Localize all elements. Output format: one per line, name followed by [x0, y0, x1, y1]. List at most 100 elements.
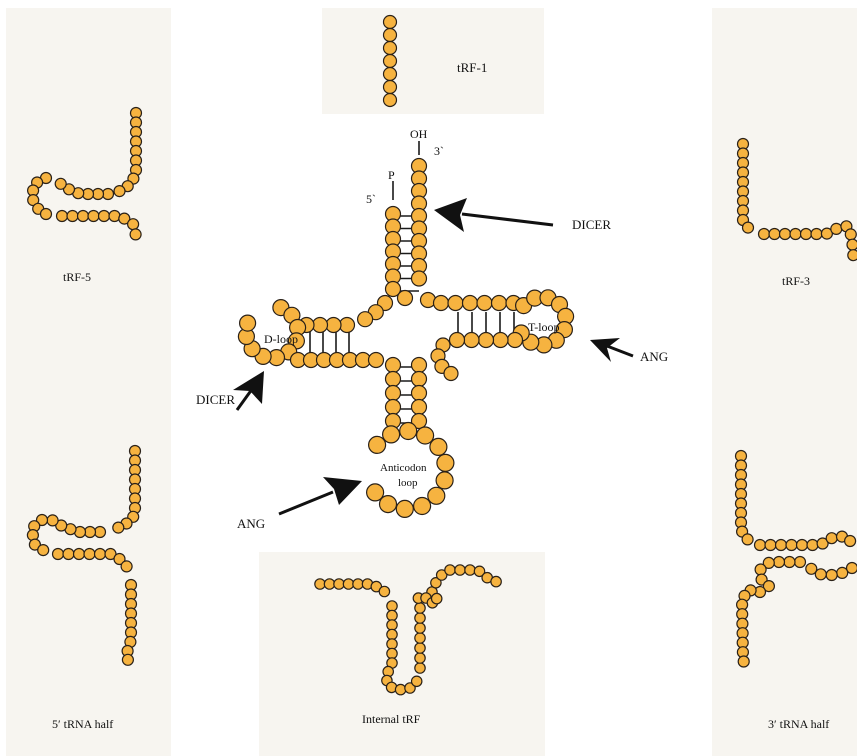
internal-bead — [387, 610, 397, 620]
trf3-bead — [743, 222, 754, 233]
half3-bead — [837, 567, 848, 578]
arrow-dicer-stem — [434, 198, 553, 232]
trf5-bead — [114, 186, 125, 197]
label-ang-tloop: ANG — [640, 349, 668, 364]
arrow-dicer-dloop — [233, 371, 264, 410]
anticodon-stem-5 — [386, 386, 401, 401]
panel-trf5-5half — [6, 8, 171, 756]
anticodon-stem-5 — [386, 358, 401, 373]
label-trf5: tRF-5 — [63, 270, 91, 284]
trf1-bead — [384, 68, 397, 81]
internal-bead — [415, 603, 425, 613]
arrow-ang-anticodon — [279, 477, 362, 514]
trf1-bead — [384, 29, 397, 42]
t-arm-top — [463, 296, 478, 311]
internal-bead — [387, 648, 397, 658]
internal-bead — [324, 579, 334, 589]
internal-bead — [415, 613, 425, 623]
anticodon-stem-3 — [412, 358, 427, 373]
acceptor-3-strand — [412, 271, 427, 286]
label-trf1: tRF-1 — [457, 60, 487, 75]
t-arm-bottom — [479, 333, 494, 348]
internal-bead — [491, 576, 501, 586]
label-internal-trf: Internal tRF — [362, 712, 421, 726]
anticodon-stem-3 — [412, 386, 427, 401]
half5-bead — [53, 549, 64, 560]
t-arm-top — [434, 296, 449, 311]
trf3-bead — [801, 229, 812, 240]
d-arm-top — [326, 318, 341, 333]
trf5-bead — [130, 229, 141, 240]
trf5-bead — [103, 189, 114, 200]
label-anticodon-loop: loop — [398, 477, 418, 489]
half3-bead — [826, 533, 837, 544]
anticodon-stem-5 — [386, 400, 401, 415]
half3-bead — [784, 557, 795, 568]
half5-bead — [121, 561, 132, 572]
internal-bead — [315, 579, 325, 589]
half5-bead — [84, 549, 95, 560]
trf1-bead — [384, 16, 397, 29]
trf5-bead — [78, 211, 89, 222]
anticodon-loop-bead — [369, 436, 386, 453]
label-5-tRNA-half: 5′ tRNA half — [52, 717, 113, 731]
half3-bead — [806, 563, 817, 574]
internal-bead — [412, 676, 422, 686]
trf5-bead — [57, 211, 68, 222]
half3-bead — [742, 534, 753, 545]
anticodon-stem-5 — [386, 372, 401, 387]
half3-bead — [776, 540, 787, 551]
label-oh: OH — [410, 127, 428, 141]
anticodon-loop-bead — [417, 427, 434, 444]
internal-bead — [353, 579, 363, 589]
anticodon-stem-3 — [412, 372, 427, 387]
half5-bead — [85, 527, 96, 538]
half5-bead — [113, 522, 124, 533]
half3-bead — [755, 564, 766, 575]
half5-bead — [38, 545, 49, 556]
internal-bead — [387, 629, 397, 639]
d-arm-top — [340, 318, 355, 333]
t-arm-bottom — [493, 333, 508, 348]
trf1-bead — [384, 81, 397, 94]
internal-bead — [455, 565, 465, 575]
trf5-bead — [88, 211, 99, 222]
internal-bead — [415, 643, 425, 653]
internal-bead — [465, 565, 475, 575]
half3-bead — [797, 540, 808, 551]
anticodon-loop-bead — [428, 487, 445, 504]
internal-bead — [395, 684, 405, 694]
label-phosphate: P — [388, 168, 395, 182]
t-arm-top — [492, 296, 507, 311]
label-dicer-dloop: DICER — [196, 392, 235, 407]
label-t-loop: T-loop — [528, 320, 560, 334]
label-anticodon: Anticodon — [380, 462, 427, 474]
internal-bead — [379, 586, 389, 596]
anticodon-loop-bead — [400, 423, 417, 440]
variable-loop-bead — [444, 367, 458, 381]
internal-bead — [387, 601, 397, 611]
trf1-bead — [384, 94, 397, 107]
anticodon-loop-bead — [430, 438, 447, 455]
label-d-loop: D-loop — [264, 332, 298, 346]
internal-bead — [387, 620, 397, 630]
half3-bead — [807, 540, 818, 551]
half5-bead — [74, 549, 85, 560]
anticodon-loop-bead — [436, 472, 453, 489]
anticodon-loop-bead — [437, 454, 454, 471]
anticodon-stem-3 — [412, 400, 427, 415]
anticodon-loop-bead — [396, 500, 413, 517]
t-arm-top — [448, 296, 463, 311]
trf3-bead — [790, 229, 801, 240]
anticodon-loop-bead — [414, 498, 431, 515]
internal-bead — [415, 623, 425, 633]
internal-bead — [334, 579, 344, 589]
trf5-bead — [41, 209, 52, 220]
arrow-ang-tloop — [590, 338, 633, 362]
half3-bead — [826, 570, 837, 581]
half3-bead — [786, 540, 797, 551]
half3-bead — [774, 557, 785, 568]
t-arm-bottom — [450, 333, 465, 348]
trf3-bead — [848, 250, 857, 261]
